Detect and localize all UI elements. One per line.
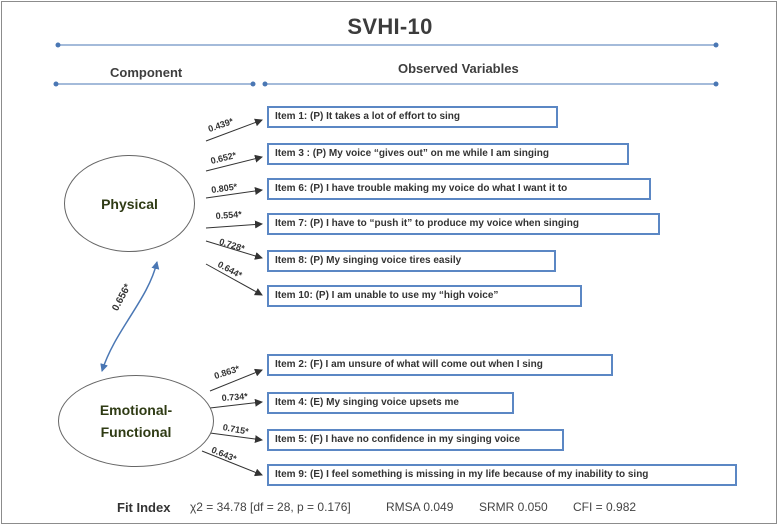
item4-box: Item 4: (E) My singing voice upsets me [267,392,514,414]
fit-rmsa: RMSA 0.049 [386,500,454,514]
fit-cfi: CFI = 0.982 [573,500,637,514]
physical-label: Physical [101,195,158,212]
path-item9 [201,450,263,477]
item6-box: Item 6: (P) I have trouble making my voi… [267,178,651,200]
item10-box: Item 10: (P) I am unable to use my “high… [267,285,582,307]
path-item5 [209,432,263,444]
path-item4 [209,398,263,409]
emotional-label-line1: Emotional- [99,402,173,418]
physical-component: Physical [64,155,195,252]
fit-srmr: SRMR 0.050 [479,500,548,514]
item7-box: Item 7: (P) I have to “push it” to produ… [267,213,660,235]
path-item10 [205,263,263,296]
path-item1 [205,118,263,142]
loading-item7: 0.554* [215,209,242,221]
path-item7 [205,220,263,229]
path-item8 [205,240,263,260]
item9-box: Item 9: (E) I feel something is missing … [267,464,737,486]
item1-box: Item 1: (P) It takes a lot of effort to … [267,106,558,128]
emotional-functional-component: Emotional- Functional [58,375,214,467]
diagram-title: SVHI-10 [347,14,433,39]
fit-index-label: Fit Index [117,500,171,515]
observed-variables-header: Observed Variables [398,61,519,76]
component-header: Component [110,65,183,80]
item2-box: Item 2: (F) I am unsure of what will com… [267,354,613,376]
item8-box: Item 8: (P) My singing voice tires easil… [267,250,556,272]
path-item2 [209,368,263,392]
item3-box: Item 3 : (P) My voice “gives out” on me … [267,143,629,165]
path-item3 [205,154,263,172]
emotional-label-line2: Functional [100,424,172,440]
fit-chi2: χ2 = 34.78 [df = 28, p = 0.176] [190,500,351,514]
loading-item4: 0.734* [221,391,248,403]
correlation-arrow [100,261,160,372]
path-item6 [205,187,263,199]
item5-box: Item 5: (F) I have no confidence in my s… [267,429,564,451]
